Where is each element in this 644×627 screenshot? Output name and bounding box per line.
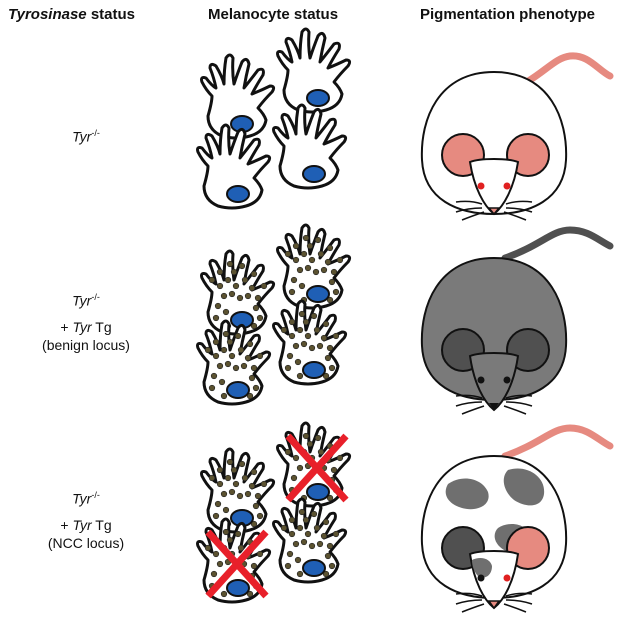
- mouse-eye: [477, 574, 485, 582]
- tyr-transgene-label: + Tyr Tg: [60, 318, 112, 335]
- mouse-tail: [501, 424, 614, 460]
- melanocyte-cluster-2: [196, 223, 352, 406]
- melanocyte-nucleus: [226, 579, 250, 597]
- tyr-knockout-label: Tyr-/-: [72, 292, 100, 309]
- pigmented-melanocyte: [272, 497, 348, 584]
- header-melanocyte-status: Melanocyte status: [208, 6, 339, 23]
- melanocyte-nucleus: [226, 185, 250, 203]
- melanocyte-nucleus: [226, 381, 250, 399]
- melanocyte-nucleus: [306, 483, 330, 501]
- melanocyte-nucleus: [306, 285, 330, 303]
- mouse-eye: [503, 376, 511, 384]
- header-tyrosinase-status: Tyrosinase status: [8, 6, 136, 23]
- mouse-eye: [503, 574, 511, 582]
- pigmented-melanocyte: [196, 319, 272, 406]
- unpigmented-melanocyte: [200, 53, 276, 140]
- black-mouse: [420, 226, 614, 415]
- melanocyte-nucleus: [302, 559, 326, 577]
- locus-label: (benign locus): [42, 336, 130, 353]
- mouse-eye: [477, 182, 485, 190]
- mouse-tail: [501, 226, 614, 262]
- albino-mouse: [420, 52, 614, 221]
- unpigmented-melanocyte: [276, 27, 352, 114]
- pigmented-melanocyte: [200, 447, 276, 534]
- melanocyte-layer: [196, 27, 352, 604]
- row-1-genotype: Tyr-/-: [6, 124, 166, 146]
- mouse-nose: [487, 207, 501, 216]
- pigmented-melanocyte: [276, 421, 352, 508]
- pigment-patch: [445, 478, 489, 510]
- tyr-knockout-label: Tyr-/-: [72, 128, 100, 145]
- tyr-knockout-label: Tyr-/-: [72, 490, 100, 507]
- locus-label: (NCC locus): [47, 534, 125, 551]
- melanocyte-cluster-1: [196, 27, 352, 210]
- row-3-genotype: Tyr-/- + Tyr Tg (NCC locus): [6, 486, 166, 552]
- mouse-nose: [487, 600, 501, 610]
- pigmented-melanocyte: [200, 249, 276, 336]
- pigmented-melanocyte: [272, 299, 348, 386]
- mouse-whiskers: [455, 394, 533, 415]
- mouse-head: [468, 158, 520, 216]
- mouse-whiskers: [455, 200, 533, 221]
- pigment-patch: [503, 468, 545, 506]
- header-pigmentation-phenotype: Pigmentation phenotype: [420, 6, 596, 23]
- pigmented-melanocyte: [276, 223, 352, 310]
- pigmented-melanocyte: [196, 517, 272, 604]
- melanocyte-nucleus: [302, 361, 326, 379]
- cell-loss-cross: [285, 433, 349, 503]
- unpigmented-melanocyte: [196, 123, 272, 210]
- mosaic-mouse: [420, 424, 614, 613]
- mouse-eye: [477, 376, 485, 384]
- mouse-eye: [503, 182, 511, 190]
- mouse-head: [468, 352, 520, 412]
- pigment-patch: [472, 558, 492, 578]
- melanocyte-nucleus: [306, 89, 330, 107]
- melanocyte-nucleus: [302, 165, 326, 183]
- mouse-whiskers: [455, 592, 533, 613]
- cell-loss-cross: [205, 529, 269, 599]
- unpigmented-melanocyte: [272, 103, 348, 190]
- tyr-transgene-label: + Tyr Tg: [60, 516, 112, 533]
- melanocyte-cluster-3: [196, 421, 352, 604]
- mouse-nose: [489, 403, 499, 410]
- row-2-genotype: Tyr-/- + Tyr Tg (benign locus): [6, 288, 166, 354]
